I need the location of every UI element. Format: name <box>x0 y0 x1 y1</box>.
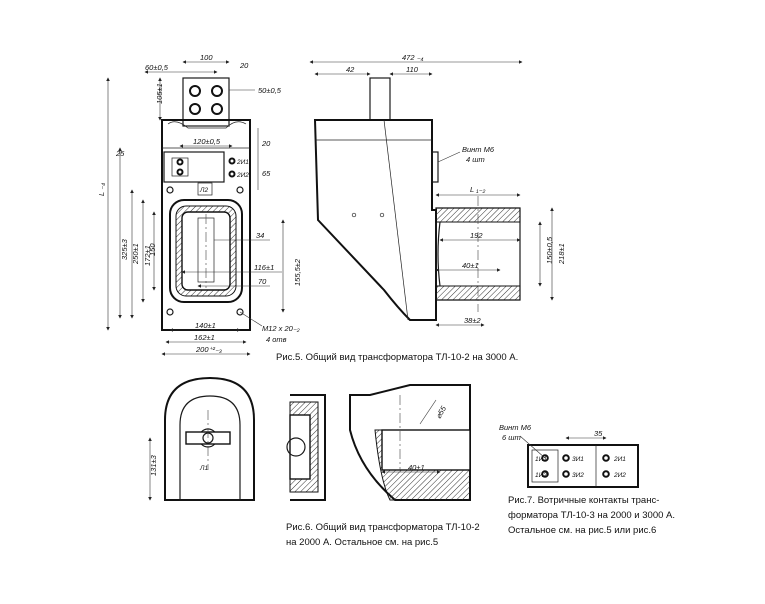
dim-192: 192 <box>470 231 483 240</box>
terminal-screw-icon <box>228 157 236 165</box>
fig6-caption-2: на 2000 А. Остальное см. на рис.5 <box>286 537 438 548</box>
dim-140: 140±1 <box>195 321 216 330</box>
dim-250: 250±1 <box>131 243 140 265</box>
dim-d55: ⌀55 <box>434 404 449 420</box>
fig6-caption-1: Рис.6. Общий вид трансформатора ТЛ-10-2 <box>286 522 480 533</box>
dim-162: 162±1 <box>194 333 215 342</box>
dim-50: 50±0,5 <box>258 86 282 95</box>
screw-count: 4 шт <box>466 155 485 164</box>
fig5-busbar <box>182 77 230 127</box>
busbar-hole-icon <box>189 85 201 97</box>
mounting-hole-icon <box>236 186 244 194</box>
terminal-label-2i2: 2И2 <box>236 172 249 179</box>
mounting-hole-icon <box>166 186 174 194</box>
fig7-terminal-block: 1И1 1И2 3И1 3И2 2И1 2И2 Винт М6 6 шт 35 <box>499 423 639 488</box>
fig6-side-view: ⌀55 40±1 <box>349 384 471 501</box>
fig7-dim-35: 35 <box>594 429 603 438</box>
fig6-body <box>164 376 255 501</box>
terminal-screw-icon <box>562 454 570 462</box>
fig5-terminal-box <box>163 151 225 183</box>
fig5-window-outer <box>169 199 243 303</box>
terminal-screw-icon <box>602 470 610 478</box>
fig5-caption: Рис.5. Общий вид трансформатора ТЛ-10-2 … <box>276 352 518 363</box>
dim-42: 42 <box>346 65 355 74</box>
terminal-screw-icon <box>541 470 549 478</box>
fig7-block <box>527 444 639 488</box>
fig7-terminal-3i2: 3И2 <box>572 472 584 479</box>
fig7-caption-1: Рис.7. Вотричные контакты транс- <box>508 495 659 506</box>
terminal-screw-icon <box>176 158 184 166</box>
dim-100: 100 <box>200 53 213 62</box>
dim-150-side: 150±0,5 <box>545 236 554 264</box>
fig7-terminal-1i2: 1И2 <box>535 472 547 479</box>
dim-155: 155,5±2 <box>293 258 302 286</box>
dim-65: 65 <box>262 169 271 178</box>
dim-40-fig6: 40±1 <box>408 463 425 472</box>
dim-34: 34 <box>256 231 264 240</box>
dim-120: 120±0,5 <box>193 137 221 146</box>
screw-label: Винт М6 <box>462 145 495 154</box>
dim-20b: 20 <box>261 139 271 148</box>
terminal-screw-icon <box>541 454 549 462</box>
terminal-screw-icon <box>228 170 236 178</box>
fig5-neck <box>167 121 247 129</box>
dim-131: 131±3 <box>149 454 158 476</box>
dim-70: 70 <box>258 277 267 286</box>
dim-105: 105±1 <box>155 83 164 104</box>
fig7-terminal-1i1: 1И1 <box>535 456 547 463</box>
fig6-section-view <box>286 394 326 501</box>
dim-150: 150 <box>148 243 157 256</box>
fig7-terminal-2i2: 2И2 <box>613 472 626 479</box>
terminal-screw-icon <box>562 470 570 478</box>
thread-spec: М12 x 20₋₂ <box>262 324 300 333</box>
mounting-hole-icon <box>236 308 244 316</box>
busbar-hole-icon <box>211 103 223 115</box>
busbar-hole-icon <box>189 103 201 115</box>
dim-20a: 20 <box>239 61 249 70</box>
dim-218: 218±1 <box>557 243 566 265</box>
dim-110: 110 <box>406 65 419 74</box>
fig5-side-view: 472 ₋₄ 42 110 Винт М6 4 шт L ₁₋₂ 192 150… <box>309 53 566 327</box>
dim-116: 116±1 <box>254 263 274 272</box>
dim-38: 38±2 <box>464 316 481 325</box>
dim-472: 472 ₋₄ <box>402 53 424 62</box>
fig7-caption-3: Остальное см. на рис.5 или рис.6 <box>508 525 656 536</box>
fig7-terminal-2i1: 2И1 <box>613 456 626 463</box>
busbar-hole-icon <box>211 85 223 97</box>
mounting-hole-icon <box>166 308 174 316</box>
dim-200: 200⁺²₋₃ <box>195 345 222 354</box>
dim-325: 325±3 <box>120 238 129 260</box>
fig5-body-outline <box>161 119 251 331</box>
dim-172: 172±1 <box>143 245 152 266</box>
fig5-side-body <box>313 119 437 321</box>
dim-60: 60±0,5 <box>145 63 169 72</box>
marking-l2: Л2 <box>199 187 208 194</box>
fig6-front-view: Л1 131±3 <box>148 376 255 501</box>
fig7-screw-count: 6 шт <box>502 433 521 442</box>
terminal-screw-icon <box>176 168 184 176</box>
fig7-screw-label: Винт М6 <box>499 423 532 432</box>
dim-L1: L ₁₋₂ <box>470 185 485 194</box>
fig5-front-view: 2И1 2И2 Л2 100 60±0,5 20 50±0,5 105±1 12… <box>97 53 302 356</box>
fig7-caption-2: форматора ТЛ-10-3 на 2000 и 3000 А. <box>508 510 675 521</box>
terminal-screw-icon <box>602 454 610 462</box>
fig5-side-terminal <box>431 151 439 183</box>
terminal-label-2i1: 2И1 <box>236 159 249 166</box>
dim-L: L ₋₄ <box>97 183 106 196</box>
thread-count: 4 отв <box>266 335 287 344</box>
fig6-marking-l1: Л1 <box>199 465 208 472</box>
dim-40-side: 40±1 <box>462 261 479 270</box>
fig7-terminal-3i1: 3И1 <box>572 456 584 463</box>
fig5-side-busbar <box>369 77 391 121</box>
